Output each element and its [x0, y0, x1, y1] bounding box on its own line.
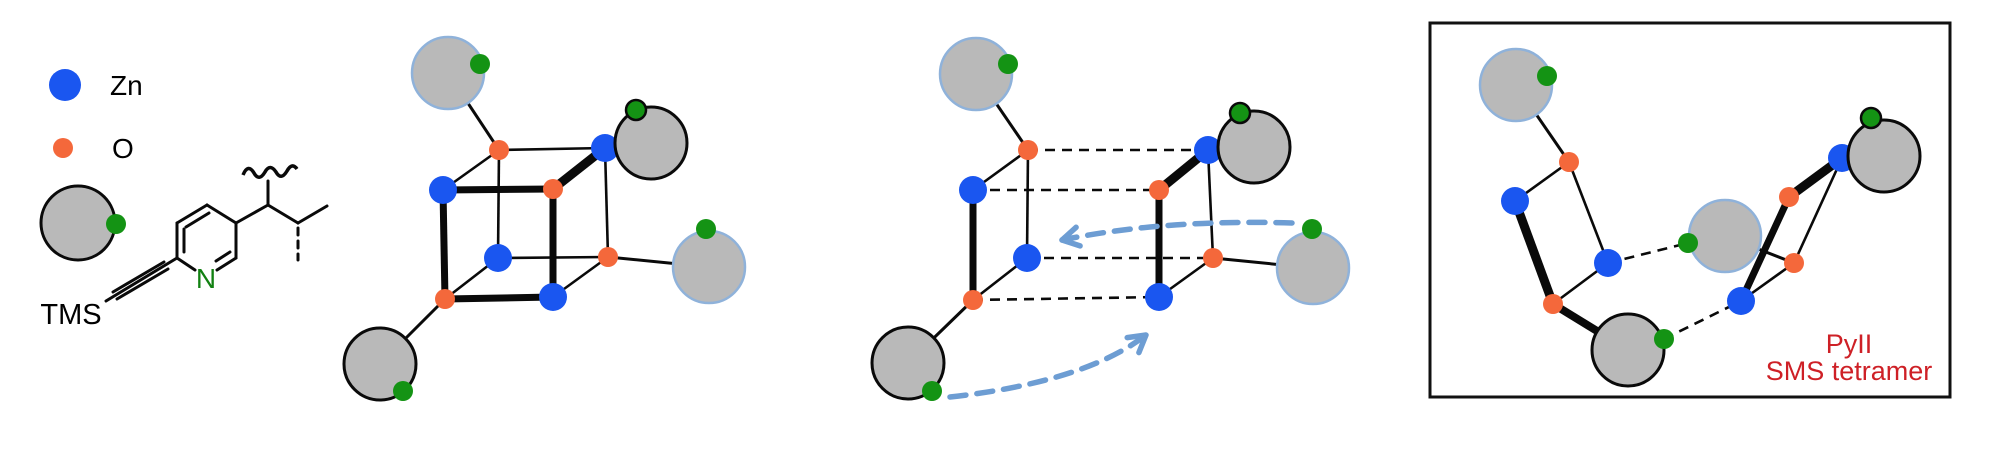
bond-edge — [1792, 157, 1844, 264]
bond-edge — [603, 147, 610, 258]
bond — [104, 256, 179, 303]
bond — [234, 203, 270, 225]
structure-split-dimers — [870, 36, 1351, 401]
legend-swatch-zn — [49, 69, 81, 101]
anchor-dot — [922, 381, 942, 401]
bond — [115, 267, 170, 301]
o-node — [1784, 253, 1804, 273]
zn-node — [1594, 249, 1622, 277]
broken-bond — [972, 295, 1160, 302]
anchor-dot — [1654, 329, 1674, 349]
ligand-ball — [1590, 312, 1666, 388]
zn-node — [1013, 244, 1041, 272]
ligand-ball — [1275, 230, 1351, 306]
attachment-squiggle — [241, 164, 299, 179]
zn-node — [959, 176, 987, 204]
legend-label-o: O — [112, 133, 134, 164]
bond-edge — [1510, 199, 1558, 306]
o-node — [1018, 140, 1038, 160]
panel-label-line1: PyII — [1826, 329, 1873, 359]
ligand-ball — [1846, 118, 1922, 194]
bond-edge — [1567, 161, 1610, 264]
panel-border — [1428, 21, 1952, 399]
zn-node — [429, 176, 457, 204]
ligand-ball — [938, 36, 1014, 112]
anchor-dot — [624, 98, 648, 122]
bond — [296, 204, 329, 225]
anchor-dot — [1228, 101, 1252, 125]
ligand-ball — [1478, 47, 1554, 123]
structure-cubane — [342, 35, 747, 402]
bond-edge — [439, 189, 449, 300]
panel-label-line2: SMS tetramer — [1766, 356, 1933, 386]
ligand-ball — [342, 326, 418, 402]
o-node — [963, 290, 983, 310]
migration-arrow — [947, 332, 1149, 400]
o-node — [598, 247, 618, 267]
migration-arrow-head — [1124, 332, 1149, 356]
legend: ZnO — [49, 69, 143, 164]
o-node — [1149, 180, 1169, 200]
migration-arrow — [1059, 219, 1295, 243]
bond — [205, 203, 238, 225]
ligand-ball — [870, 325, 946, 401]
ligand-ball — [613, 105, 689, 181]
ligand-ball — [671, 229, 747, 305]
bond-edge — [1206, 149, 1215, 259]
bond — [184, 211, 211, 229]
pyridine-n-label: N — [196, 263, 216, 294]
bond — [175, 256, 197, 272]
bond — [266, 203, 300, 225]
anchor-dot — [470, 54, 490, 74]
bond-edge — [1737, 195, 1793, 303]
zn-node — [1727, 287, 1755, 315]
bond — [214, 250, 232, 263]
structure-sms-tetramer — [1478, 47, 1922, 388]
legend-label-zn: Zn — [110, 70, 143, 101]
tms-label: TMS — [40, 299, 101, 331]
ligand-ball — [410, 35, 486, 111]
anchor-dot — [393, 381, 413, 401]
bond — [111, 260, 166, 294]
zn-node — [484, 244, 512, 272]
ligand-molecule: TMS N — [39, 164, 329, 331]
bond-edge — [444, 293, 554, 303]
o-node — [1203, 248, 1223, 268]
bond-edge — [498, 146, 606, 152]
zn-node — [591, 134, 619, 162]
o-node — [543, 179, 563, 199]
anchor-dot — [106, 214, 126, 234]
ligand-ball — [39, 184, 117, 262]
ligand-ball — [1216, 109, 1292, 185]
anchor-dot — [998, 54, 1018, 74]
o-node — [435, 289, 455, 309]
bond — [175, 203, 209, 225]
o-node — [1779, 187, 1799, 207]
anchor-dot — [1302, 219, 1322, 239]
o-node — [1559, 152, 1579, 172]
anchor-dot — [696, 219, 716, 239]
bond-edge — [496, 149, 501, 259]
bond-edge — [1025, 149, 1030, 259]
zn-node — [1145, 283, 1173, 311]
legend-swatch-o — [53, 138, 73, 158]
anchor-dot — [1678, 233, 1698, 253]
zn-node — [1194, 136, 1222, 164]
o-node — [1543, 294, 1563, 314]
migration-arrow-head — [1059, 224, 1083, 249]
anchor-dot — [1537, 66, 1557, 86]
bond-edge — [442, 185, 554, 194]
broken-bond — [1663, 299, 1742, 341]
o-node — [489, 140, 509, 160]
ligand-ball — [1687, 198, 1763, 274]
zn-node — [1501, 187, 1529, 215]
zn-node — [539, 283, 567, 311]
broken-bond — [1607, 241, 1689, 265]
bond — [215, 256, 238, 272]
anchor-dot — [1859, 106, 1883, 130]
